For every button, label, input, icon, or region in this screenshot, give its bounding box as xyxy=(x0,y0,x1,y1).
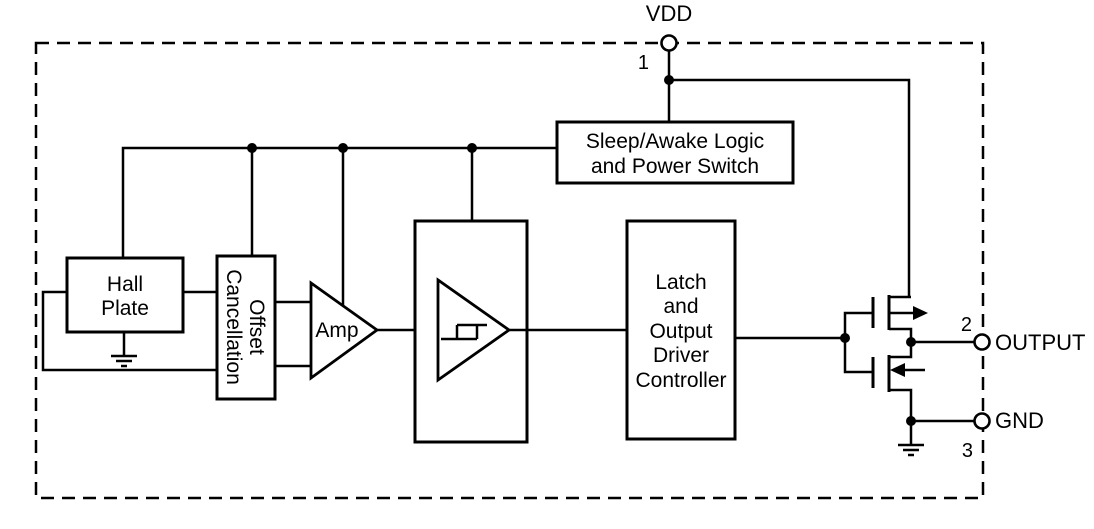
arrow-left-icon xyxy=(890,363,905,377)
offset-label-line2: Cancellation xyxy=(222,269,245,385)
output-ground-symbol xyxy=(898,421,924,457)
block-latch-controller: Latch and Output Driver Controller xyxy=(625,219,844,441)
offset-cancellation-rotated-text: Offset Cancellation xyxy=(222,269,268,385)
latch-label-line2: and xyxy=(663,295,698,318)
gate-bracket-wire xyxy=(843,311,873,374)
output-pin-label: OUTPUT xyxy=(995,330,1085,355)
block-hall-plate: Hall Plate xyxy=(41,256,217,372)
output-pin-terminal-icon xyxy=(973,333,991,351)
arrow-right-icon xyxy=(913,306,928,320)
block-sleep-awake: Sleep/Awake Logic and Power Switch xyxy=(555,120,795,185)
hall-plate-label-line2: Plate xyxy=(101,297,149,320)
pin-output: OUTPUT 2 xyxy=(961,314,1086,355)
latch-label-line5: Controller xyxy=(635,369,726,392)
supply-bus-net xyxy=(121,143,557,306)
vdd-pin-label: VDD xyxy=(646,1,692,26)
hysteresis-icon xyxy=(441,323,487,341)
schmitt-triangle xyxy=(436,277,512,383)
sleep-awake-label-line1: Sleep/Awake Logic xyxy=(586,130,764,153)
pin-gnd: GND 3 xyxy=(962,408,1044,462)
ground-net xyxy=(898,416,975,457)
junction-dot xyxy=(664,75,674,85)
sleep-awake-box xyxy=(555,120,795,185)
junction-dot xyxy=(840,333,850,343)
chip-boundary xyxy=(34,41,985,500)
latch-box xyxy=(625,219,737,441)
output-mosfet-pair xyxy=(840,295,928,421)
offset-cancellation-box xyxy=(215,254,277,401)
hall-plate-label-line1: Hall xyxy=(107,273,143,296)
block-schmitt-trigger xyxy=(413,219,627,444)
junction-dot xyxy=(906,337,916,347)
supply-bus-wire xyxy=(121,146,557,258)
gnd-pin-label: GND xyxy=(995,408,1044,433)
latch-label-line1: Latch xyxy=(655,271,706,294)
amp-label: Amp xyxy=(315,319,358,342)
hall-ground-symbol xyxy=(111,332,137,368)
block-offset-cancellation: Offset Cancellation xyxy=(215,254,311,401)
vdd-pin-number: 1 xyxy=(638,52,649,74)
latch-label-line3: Output xyxy=(649,320,712,343)
gnd-pin-number: 3 xyxy=(962,440,973,462)
sleep-awake-label-line2: and Power Switch xyxy=(591,155,759,178)
junction-dot xyxy=(338,143,348,153)
output-pin-number: 2 xyxy=(961,314,972,336)
high-side-mosfet xyxy=(871,295,928,342)
low-side-mosfet xyxy=(871,342,925,421)
mosfet-source-stub xyxy=(889,388,913,421)
amp-triangle xyxy=(309,280,380,381)
gnd-pin-terminal-icon xyxy=(973,412,991,430)
latch-label-line4: Driver xyxy=(653,344,709,367)
junction-dot xyxy=(467,143,477,153)
vdd-rail-wire xyxy=(669,78,911,297)
pin-vdd: VDD 1 xyxy=(638,1,692,74)
offset-label-line1: Offset xyxy=(245,299,268,355)
output-net xyxy=(906,337,975,347)
vdd-net xyxy=(664,50,911,297)
junction-dot xyxy=(247,143,257,153)
hall-loop-wire xyxy=(41,290,217,372)
vdd-pin-terminal-icon xyxy=(660,34,678,52)
